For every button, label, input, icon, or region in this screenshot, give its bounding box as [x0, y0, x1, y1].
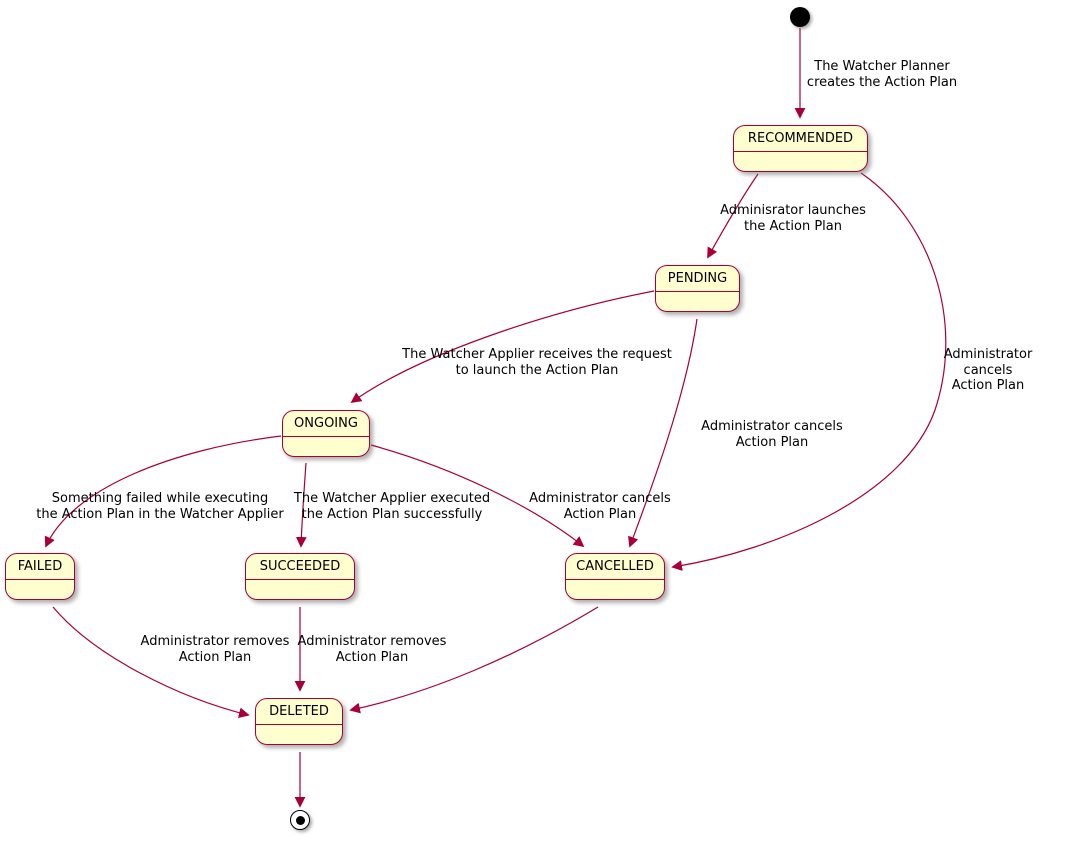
- state-deleted: DELETED: [255, 698, 343, 745]
- transition-arrow-ongoing-to-failed: [44, 435, 282, 548]
- state-recommended-label: RECOMMENDED: [734, 126, 867, 152]
- transition-label-recommended-cancelled: Administrator cancels Action Plan: [943, 347, 1033, 393]
- transition-label-initial-recommended: The Watcher Planner creates the Action P…: [806, 59, 958, 90]
- state-cancelled: CANCELLED: [565, 553, 665, 600]
- state-ongoing-label: ONGOING: [283, 411, 369, 437]
- state-deleted-label: DELETED: [256, 699, 342, 725]
- state-body: [283, 437, 369, 456]
- transition-label-pending-cancelled: Administrator cancels Action Plan: [701, 419, 843, 450]
- initial-state: [790, 7, 810, 27]
- transition-arrow-cancelled-to-deleted: [349, 606, 599, 714]
- transition-arrow-ongoing-to-succeeded: [295, 462, 307, 548]
- state-ongoing: ONGOING: [282, 410, 370, 457]
- transition-label-pending-ongoing: The Watcher Applier receives the request…: [402, 347, 672, 378]
- state-cancelled-label: CANCELLED: [566, 554, 664, 580]
- transition-arrow-recommended-to-cancelled: [671, 172, 947, 571]
- state-body: [6, 580, 74, 599]
- state-body: [246, 580, 354, 599]
- transition-label-ongoing-cancelled: Administrator cancels Action Plan: [529, 491, 671, 522]
- final-state-inner-dot: [295, 815, 305, 825]
- state-body: [566, 580, 664, 599]
- transition-arrow-pending-to-cancelled: [628, 318, 698, 548]
- transition-arrow-pending-to-ongoing: [350, 290, 655, 404]
- transition-label-ongoing-succeeded: The Watcher Applier executed the Action …: [293, 491, 491, 522]
- transition-arrow-ongoing-to-cancelled: [370, 444, 585, 548]
- state-failed: FAILED: [5, 553, 75, 600]
- transition-label-recommended-pending: Adminisrator launches the Action Plan: [720, 203, 866, 234]
- final-state: [290, 810, 310, 830]
- transition-label-ongoing-failed: Something failed while executing the Act…: [36, 491, 284, 522]
- state-failed-label: FAILED: [6, 554, 74, 580]
- state-succeeded-label: SUCCEEDED: [246, 554, 354, 580]
- transition-label-succeeded-deleted: Administrator removes Action Plan: [297, 634, 447, 665]
- state-pending: PENDING: [655, 265, 740, 312]
- state-succeeded: SUCCEEDED: [245, 553, 355, 600]
- transition-arrow-failed-to-deleted: [52, 606, 250, 719]
- state-body: [656, 292, 739, 311]
- state-body: [256, 725, 342, 744]
- state-pending-label: PENDING: [656, 266, 739, 292]
- transition-arrow-recommended-to-pending: [707, 173, 759, 259]
- state-body: [734, 152, 867, 171]
- state-recommended: RECOMMENDED: [733, 125, 868, 172]
- transition-label-failed-deleted: Administrator removes Action Plan: [140, 634, 290, 665]
